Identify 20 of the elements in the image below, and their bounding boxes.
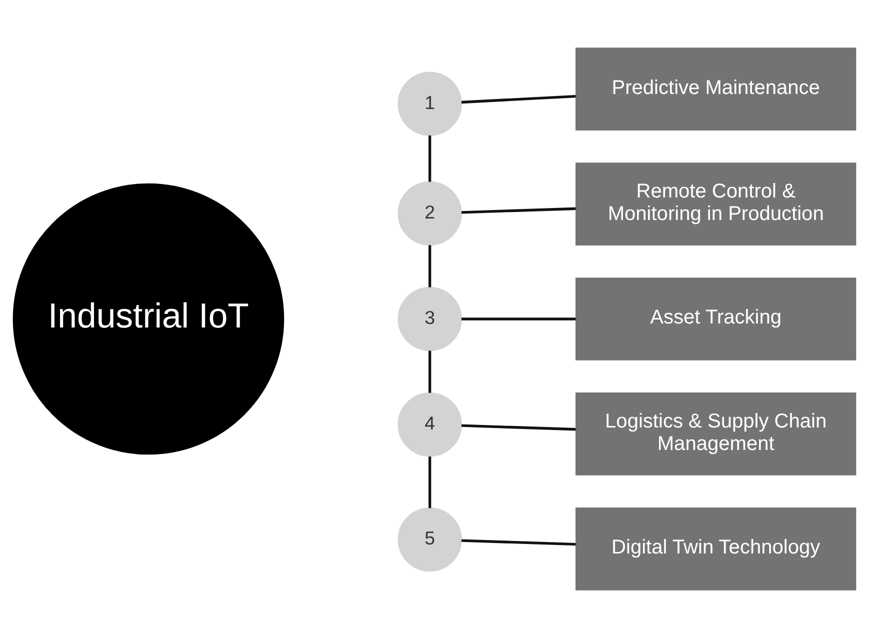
connector [428,135,432,182]
node-circle: 5 [398,507,462,572]
node-circle: Industrial IoT [12,183,284,455]
connector [461,424,576,431]
node-circle: 3 [398,286,462,352]
connector [461,94,576,104]
connector [428,245,432,288]
connector [461,318,576,320]
node-circle: 1 [398,72,462,136]
node-box: Remote Control & Monitoring in Production [576,162,856,246]
node-box: Predictive Maintenance [576,48,856,131]
node-circle: 4 [398,392,462,457]
connector [428,350,432,393]
node-box: Logistics & Supply Chain Management [576,392,856,476]
node-box: Digital Twin Technology [576,507,856,590]
node-circle: 2 [398,181,462,246]
connector [461,207,576,214]
node-box: Asset Tracking [576,278,856,360]
connector [428,456,432,508]
connector [461,539,576,546]
